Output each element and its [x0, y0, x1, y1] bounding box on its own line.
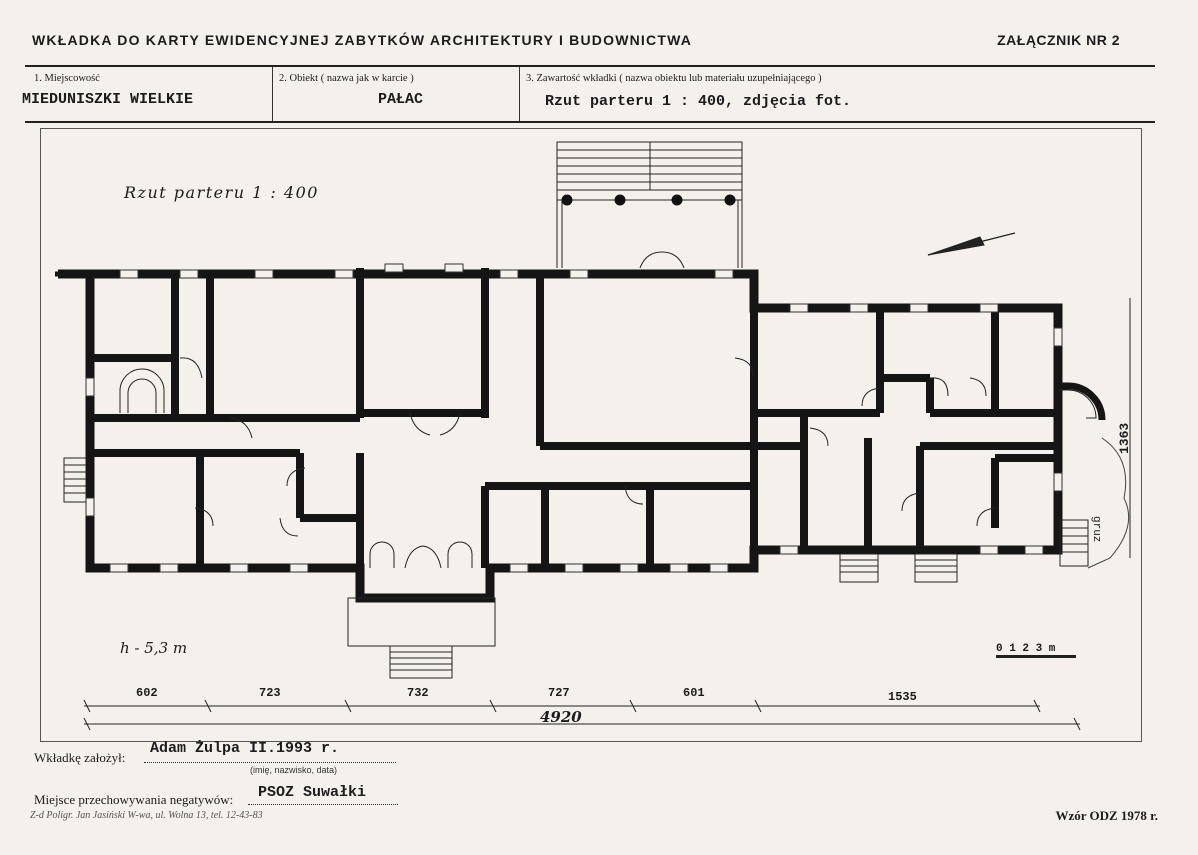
- total-dimension: 4920: [540, 708, 582, 726]
- floor-plan-drawing: Rzut parteru 1 : 400: [55, 141, 1132, 731]
- content-value: Rzut parteru 1 : 400, zdjęcia fot.: [545, 93, 852, 110]
- field-separator-2: [519, 67, 520, 121]
- rubble-label: gruz: [1090, 516, 1102, 542]
- header-rule-bottom: [25, 121, 1155, 123]
- dimension-601: 601: [683, 686, 705, 700]
- author-label: Wkładkę założył:: [34, 750, 126, 765]
- dimension-602: 602: [136, 686, 158, 700]
- dimension-723: 723: [259, 686, 281, 700]
- place-value: MIEDUNISZKI WIELKIE: [22, 91, 194, 108]
- height-note: h - 5,3 m: [120, 639, 187, 657]
- dimension-732: 732: [407, 686, 429, 700]
- place-label: 1. Miejscowość: [34, 73, 100, 84]
- field-separator-1: [272, 67, 273, 121]
- south-entrance: [347, 541, 496, 679]
- window-openings: [85, 263, 1063, 573]
- scale-bar: [996, 655, 1076, 658]
- object-label: 2. Obiekt ( nazwa jak w karcie ): [279, 73, 414, 84]
- author-hint: (imię, nazwisko, data): [250, 765, 338, 775]
- printer-imprint: Z-d Poligr. Jan Jasiński W-wa, ul. Wolna…: [30, 810, 263, 821]
- interior-walls: [90, 268, 1058, 568]
- scale-bar-label: 0 1 2 3 m: [996, 643, 1056, 655]
- negatives-value: PSOZ Suwałki: [258, 784, 367, 801]
- object-value: PAŁAC: [378, 91, 424, 108]
- negatives-dotline: [248, 804, 398, 805]
- header-rule-top: [25, 65, 1155, 67]
- annex-number: ZAŁĄCZNIK NR 2: [997, 32, 1120, 48]
- terrace-stairs: [556, 141, 743, 268]
- dimension-labels: 602 723 732 727 601 1535: [136, 686, 917, 704]
- dimension-ticks: [83, 699, 1081, 731]
- author-value: Adam Żulpa II.1993 r.: [150, 740, 340, 757]
- content-label: 3. Zawartość wkładki ( nazwa obiektu lub…: [526, 73, 822, 84]
- side-steps: [63, 457, 1089, 567]
- negatives-label: Miejsce przechowywania negatywów:: [34, 792, 234, 807]
- dimension-727: 727: [548, 686, 570, 700]
- form-title: WKŁADKA DO KARTY EWIDENCYJNEJ ZABYTKÓW A…: [32, 32, 693, 48]
- south-steps: [839, 553, 958, 583]
- rubble-outline: [1087, 437, 1130, 569]
- depth-dimension: 1363: [1117, 423, 1132, 454]
- stair-towers: [119, 368, 1097, 419]
- dimension-1535: 1535: [888, 690, 917, 704]
- door-swings: [179, 251, 996, 537]
- portico-columns: [561, 194, 736, 206]
- plan-title: Rzut parteru 1 : 400: [123, 183, 319, 202]
- drawing-frame: [40, 128, 1142, 742]
- north-arrow-icon: [927, 232, 1016, 256]
- author-dotline: [144, 762, 396, 763]
- form-template-number: Wzór ODZ 1978 r.: [1055, 808, 1158, 823]
- stair-tower-wall: [1058, 382, 1106, 421]
